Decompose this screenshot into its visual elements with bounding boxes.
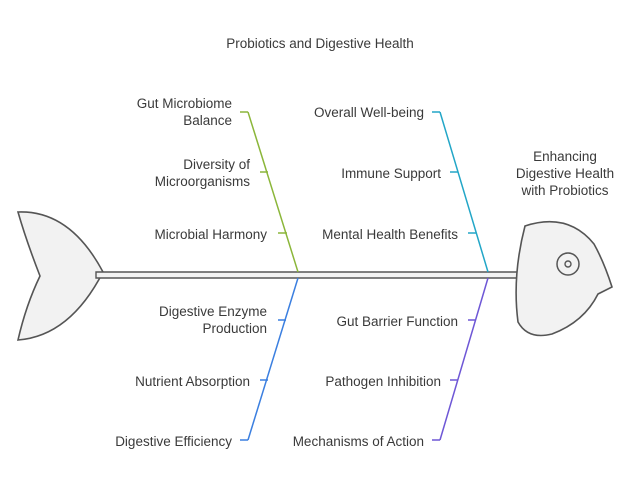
fish-eye-inner — [564, 260, 572, 268]
cause-label: Digestive Efficiency — [115, 434, 232, 449]
cause-label: Mechanisms of Action — [292, 434, 424, 449]
cause-label: Diversity of Microorganisms — [154, 157, 250, 189]
bone-gut-microbiome — [247, 111, 299, 273]
cause-label: Gut Microbiome Balance — [136, 96, 232, 128]
bone-digestive-efficiency — [247, 277, 299, 441]
cause-label: Immune Support — [341, 166, 441, 181]
diagram-title: Probiotics and Digestive Health — [226, 36, 414, 51]
fish-tail — [16, 211, 104, 341]
cause-label: Mental Health Benefits — [322, 227, 458, 242]
cause-label: Gut Barrier Function — [336, 314, 458, 329]
cause-label: Microbial Harmony — [154, 227, 267, 242]
bone-overall-wellbeing — [439, 111, 489, 273]
effect-label: Enhancing Digestive Health with Probioti… — [515, 149, 615, 198]
cause-label: Overall Well-being — [313, 105, 424, 120]
cause-label: Pathogen Inhibition — [325, 374, 441, 389]
fish-head — [515, 220, 613, 337]
bone-mechanisms — [439, 277, 489, 441]
cause-label: Digestive Enzyme Production — [158, 304, 267, 336]
fish-spine — [95, 271, 523, 279]
cause-label: Nutrient Absorption — [135, 374, 250, 389]
